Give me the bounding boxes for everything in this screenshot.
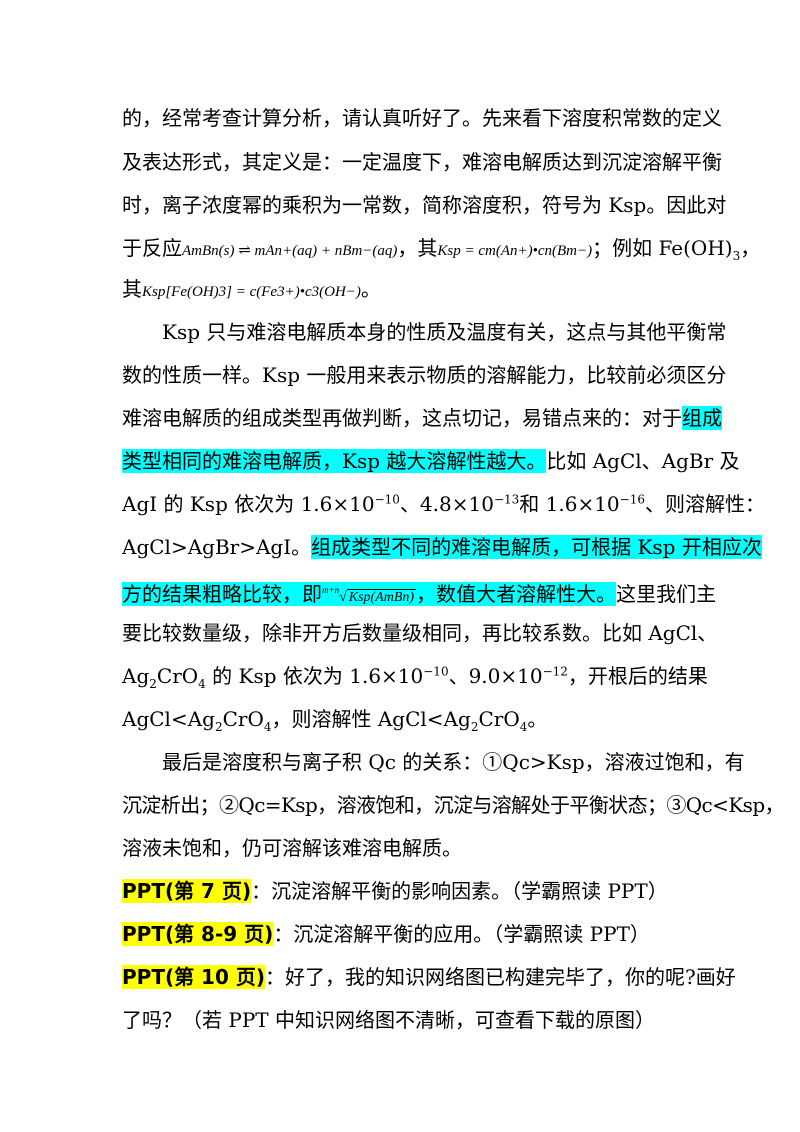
dissolution-equilibrium-formula: AmBn(s) ⇌ mAn+(aq) + nBm−(aq) <box>182 243 398 259</box>
text: ：好了，我的知识网络图已构建完毕了，你的呢?画好 <box>265 965 736 989</box>
paragraph-line: 数的性质一样。Ksp 一般用来表示物质的溶解能力，比较前必须区分 <box>122 363 727 387</box>
text: 、9.0×10 <box>448 664 543 688</box>
text: ；例如 Fe(OH) <box>592 236 733 260</box>
text: CrO <box>156 664 199 688</box>
text: 难溶电解质的组成类型再做判断，这点切记，易错点来的：对于 <box>122 406 682 430</box>
subscript: 3 <box>732 249 741 263</box>
subscript: 4 <box>198 677 206 691</box>
ppt-page-tag: PPT(第 8-9 页) <box>122 922 274 946</box>
subscript: 2 <box>470 720 479 734</box>
ppt-page-tag: PPT(第 7 页) <box>122 879 252 903</box>
text: ：沉淀溶解平衡的应用。（学霸照读 PPT） <box>273 922 650 946</box>
exponent: −12 <box>542 664 568 679</box>
paragraph-line: 类型相同的难溶电解质，Ksp 越大溶解性越大。比如 AgCl、AgBr 及 <box>122 447 740 475</box>
exponent: −13 <box>493 492 520 507</box>
ppt-line: PPT(第 7 页)：沉淀溶解平衡的影响因素。（学霸照读 PPT） <box>122 877 692 905</box>
text: 、则溶解性： <box>644 492 765 516</box>
paragraph-line: 了吗？（若 PPT 中知识网络图不清晰，可查看下载的原图） <box>122 1008 655 1032</box>
ppt-page-tag: PPT(第 10 页) <box>122 965 265 989</box>
text: 于反应 <box>122 236 182 260</box>
text: 这里我们主 <box>616 582 717 606</box>
text: 和 1.6×10 <box>519 492 620 516</box>
ppt-line: PPT(第 10 页)：好了，我的知识网络图已构建完毕了，你的呢?画好 <box>122 963 736 991</box>
paragraph-line: Ag2CrO4 的 Ksp 依次为 1.6×10−10、9.0×10−12，开根… <box>122 662 708 691</box>
text: AgI 的 Ksp 依次为 1.6×10 <box>122 492 375 516</box>
text: ， <box>740 236 761 260</box>
subscript: 2 <box>149 677 157 691</box>
subscript: 4 <box>263 720 272 734</box>
highlighted-text: 组成 <box>682 406 722 430</box>
paragraph-line: 于反应AmBn(s) ⇌ mAn+(aq) + nBm−(aq)，其Ksp = … <box>122 234 760 265</box>
text: ，则溶解性 AgCl<Ag <box>271 707 471 731</box>
highlighted-text: 组成类型不同的难溶电解质，可根据 Ksp 开相应次 <box>311 535 762 559</box>
subscript: 2 <box>214 720 223 734</box>
text: 比如 AgCl、AgBr 及 <box>546 449 740 473</box>
text: Ag <box>122 664 150 688</box>
exponent: −10 <box>374 492 400 507</box>
highlighted-text: 方的结果粗略比较，即m+n√Ksp(AmBn)，数值大者溶解性大。 <box>122 582 617 606</box>
nth-root-formula: m+n√Ksp(AmBn) <box>322 585 417 605</box>
paragraph-line: 溶液未饱和，仍可溶解该难溶电解质。 <box>122 836 462 860</box>
text: ，其 <box>397 236 438 260</box>
subscript: 4 <box>519 720 528 734</box>
paragraph-line: 其Ksp[Fe(OH)3] = c(Fe3+)•c3(OH−)。 <box>122 275 692 306</box>
text: 的 Ksp 依次为 1.6×10 <box>205 664 424 688</box>
paragraph-line: 的，经常考查计算分析，请认真听好了。先来看下溶度积常数的定义 <box>122 106 722 130</box>
text: 方的结果粗略比较，即 <box>122 582 322 606</box>
paragraph-line: AgCl<Ag2CrO4，则溶解性 AgCl<Ag2CrO4。 <box>122 705 692 733</box>
exponent: −16 <box>619 492 645 507</box>
text: ，数值大者溶解性大。 <box>416 582 617 606</box>
paragraph-line: 最后是溶度积与离子积 Qc 的关系：①Qc>Ksp，溶液过饱和，有 <box>162 750 745 774</box>
text: ，开根后的结果 <box>567 664 708 688</box>
paragraph-line: 方的结果粗略比较，即m+n√Ksp(AmBn)，数值大者溶解性大。这里我们主 <box>122 576 716 612</box>
text: 。 <box>527 707 548 731</box>
paragraph-line: AgCl>AgBr>AgI。组成类型不同的难溶电解质，可根据 Ksp 开相应次 <box>122 533 762 561</box>
ppt-line: PPT(第 8-9 页)：沉淀溶解平衡的应用。（学霸照读 PPT） <box>122 920 692 948</box>
paragraph-line: AgI 的 Ksp 依次为 1.6×10−10、4.8×10−13和 1.6×1… <box>122 490 765 518</box>
paragraph-line: 难溶电解质的组成类型再做判断，这点切记，易错点来的：对于组成 <box>122 404 722 432</box>
text: 其 <box>122 277 142 301</box>
fe-oh3-ksp-formula: Ksp[Fe(OH)3] = c(Fe3+)•c3(OH−) <box>142 284 361 300</box>
exponent: −10 <box>423 664 449 679</box>
text: CrO <box>222 707 264 731</box>
text: AgCl>AgBr>AgI。 <box>122 535 312 559</box>
text: ：沉淀溶解平衡的影响因素。（学霸照读 PPT） <box>251 879 668 903</box>
paragraph-line: Ksp 只与难溶电解质本身的性质及温度有关，这点与其他平衡常 <box>162 320 727 344</box>
text: 。 <box>360 277 381 301</box>
paragraph-line: 沉淀析出；②Qc=Ksp，溶液饱和，沉淀与溶解处于平衡状态；③Qc<Ksp， <box>122 793 785 817</box>
highlighted-text: 类型相同的难溶电解质，Ksp 越大溶解性越大。 <box>122 449 547 473</box>
root-index: m+n <box>322 585 340 595</box>
paragraph-line: 要比较数量级，除非开方后数量级相同，再比较系数。比如 AgCl、 <box>122 621 718 645</box>
paragraph-line: 及表达形式，其定义是：一定温度下，难溶电解质达到沉淀溶解平衡 <box>122 150 722 174</box>
text: 、4.8×10 <box>399 492 494 516</box>
root-radicand: Ksp(AmBn) <box>346 589 417 605</box>
ksp-expression-formula: Ksp = cm(An+)•cn(Bm−) <box>437 243 593 259</box>
text: AgCl<Ag <box>122 707 215 731</box>
paragraph-line: 时，离子浓度幂的乘积为一常数，简称溶度积，符号为 Ksp。因此对 <box>122 193 727 217</box>
text: CrO <box>478 707 520 731</box>
